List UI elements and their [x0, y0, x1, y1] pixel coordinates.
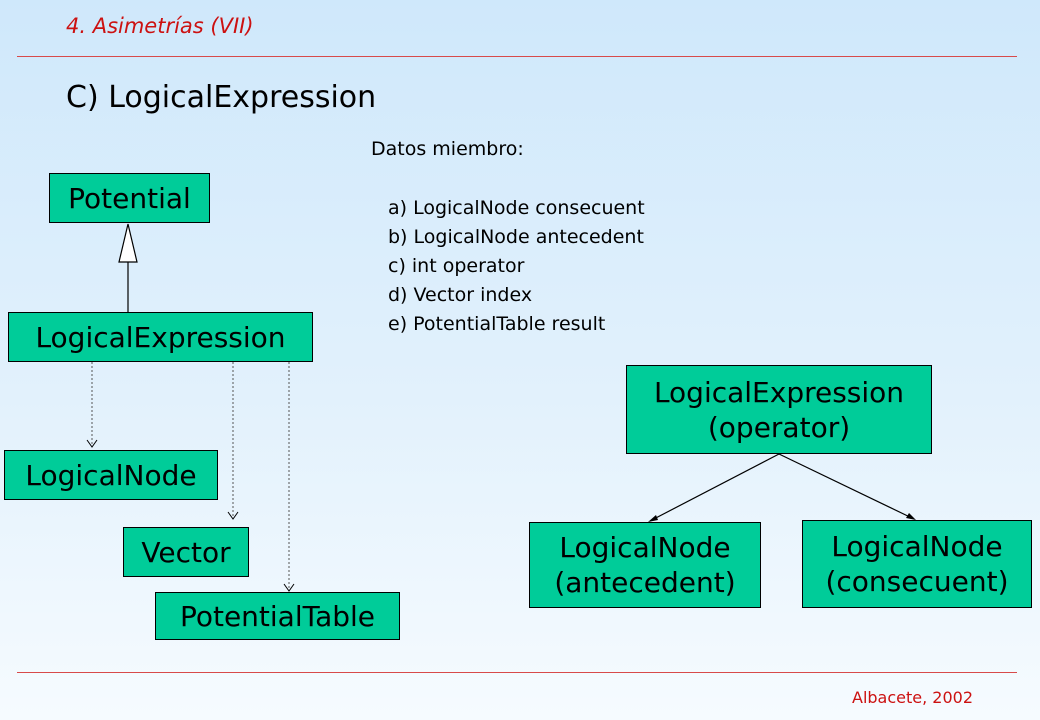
bottom-divider — [17, 672, 1017, 673]
class-label: LogicalNode — [25, 458, 197, 492]
dependency-arrowhead-potentialtable — [283, 583, 295, 592]
class-box-logicalnode: LogicalNode — [4, 450, 218, 500]
members-list: a) LogicalNode consecuent b) LogicalNode… — [388, 194, 645, 339]
node-label-line2: (antecedent) — [554, 566, 736, 599]
node-label-line1: LogicalNode — [831, 530, 1003, 563]
tree-edge-consecuent-arrowhead — [906, 513, 916, 520]
member-item: a) LogicalNode consecuent — [388, 197, 645, 219]
footer-text: Albacete, 2002 — [852, 688, 973, 707]
top-divider — [17, 56, 1017, 57]
tree-node-consecuent: LogicalNode (consecuent) — [802, 520, 1032, 608]
tree-edge-antecedent-arrowhead — [648, 515, 658, 522]
class-label: LogicalExpression — [35, 320, 286, 354]
slide-heading: C) LogicalExpression — [66, 80, 377, 115]
node-label-line1: LogicalExpression — [653, 375, 905, 409]
class-box-vector: Vector — [123, 527, 249, 577]
member-item: b) LogicalNode antecedent — [388, 226, 644, 248]
dependency-arrowhead-vector — [227, 511, 239, 520]
node-label-line2: (consecuent) — [825, 565, 1009, 598]
class-box-logicalexpression: LogicalExpression — [8, 312, 313, 362]
node-label-line1: LogicalNode — [559, 531, 731, 564]
class-box-potentialtable: PotentialTable — [155, 592, 400, 640]
dependency-arrowhead-logicalnode — [86, 439, 98, 448]
member-item: e) PotentialTable result — [388, 313, 606, 335]
class-label: PotentialTable — [179, 599, 376, 633]
members-title: Datos miembro: — [371, 138, 524, 160]
class-label: Vector — [141, 535, 231, 569]
tree-node-antecedent: LogicalNode (antecedent) — [529, 522, 761, 608]
tree-edge-consecuent — [778, 453, 915, 520]
section-title: 4. Asimetrías (VII) — [66, 14, 254, 38]
member-item: c) int operator — [388, 255, 525, 277]
tree-node-root: LogicalExpression (operator) — [626, 365, 932, 454]
class-box-potential: Potential — [49, 173, 210, 223]
inheritance-arrowhead — [118, 223, 138, 263]
class-label: Potential — [68, 181, 191, 215]
member-item: d) Vector index — [388, 284, 533, 306]
tree-edge-antecedent — [649, 453, 780, 522]
node-label-line2: (operator) — [707, 410, 851, 444]
